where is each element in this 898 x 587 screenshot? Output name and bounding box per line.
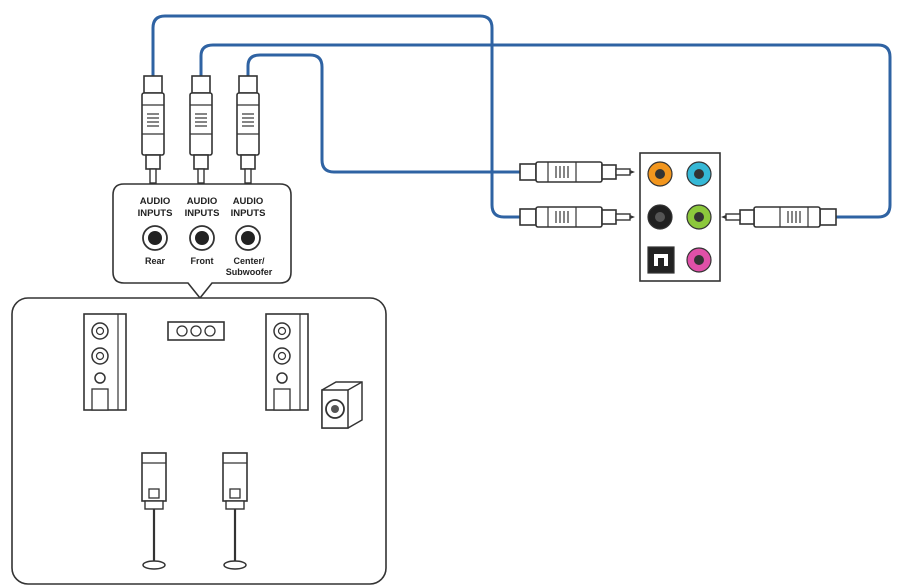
input-front-name: Front [191,256,214,266]
input-rear-name: Rear [145,256,166,266]
input-front-label-2: INPUTS [185,208,220,219]
subwoofer-icon [321,381,363,429]
audio-jack-icon [647,161,712,273]
audio-cables [151,14,892,219]
input-center-label-2: INPUTS [231,208,266,219]
rear-audio-panel [639,152,721,282]
audio-jack-icon [142,225,261,251]
input-rear-label-2: INPUTS [138,208,173,219]
input-center-label-1: AUDIO [233,196,264,207]
input-rear-label-1: AUDIO [140,196,171,207]
cable-front [199,43,892,219]
speaker-system-box [11,297,387,585]
cable-rear [151,14,520,219]
optical-spdif-port-icon [647,246,675,274]
center-speaker-icon [167,321,225,341]
input-front-label-1: AUDIO [187,196,218,207]
input-center-name-2: Subwoofer [226,267,273,277]
speaker-input-panel: AUDIO INPUTS AUDIO INPUTS AUDIO INPUTS R… [112,183,292,300]
input-center-name-1: Center/ [233,256,265,266]
cable-center-subwoofer [246,53,520,174]
rca-plug-icon [141,75,260,189]
